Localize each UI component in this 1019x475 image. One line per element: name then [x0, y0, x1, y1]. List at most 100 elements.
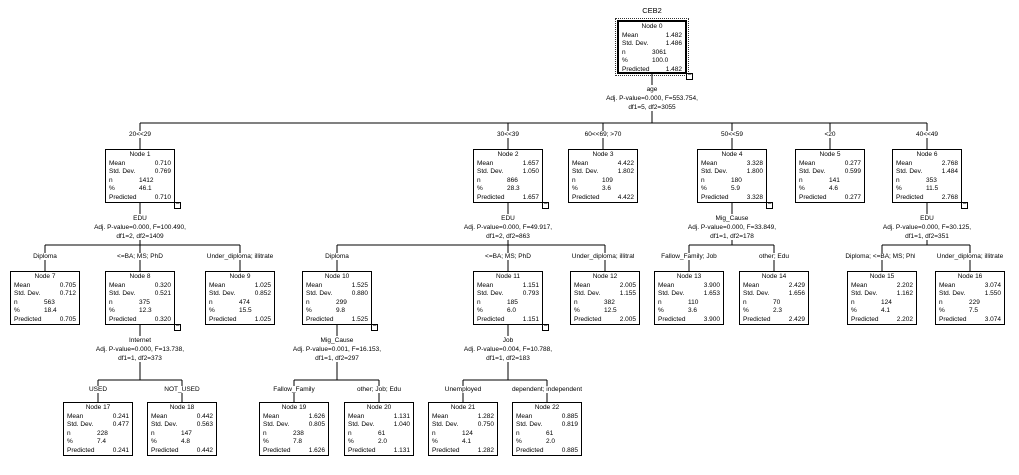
stat-value-mean: 2.202 [896, 281, 913, 289]
node-label: Node [641, 23, 658, 30]
node-id: 9 [246, 273, 251, 280]
stat-value-sd: 1.155 [619, 290, 636, 298]
stat-label-pct: % [477, 307, 483, 315]
stat-label-sd: Std. Dev. [658, 290, 685, 298]
collapse-toggle-icon[interactable]: − [174, 201, 181, 209]
node-header: Node 2 [477, 151, 539, 160]
node-label: Node [592, 273, 609, 280]
stat-label-mean: Mean [622, 31, 639, 39]
stat-label-pct: % [109, 185, 115, 193]
stat-value-pred: 3.900 [703, 315, 720, 323]
node-header: Node 17 [67, 404, 129, 413]
node-row-pct: %12.3 [109, 307, 171, 316]
stat-label-mean: Mean [896, 159, 913, 167]
node-row-sd: Std. Dev.0.880 [306, 290, 368, 299]
collapse-toggle-icon[interactable]: − [371, 323, 378, 331]
stat-label-pred: Predicted [477, 193, 505, 201]
split-df: df1=1, df2=183 [486, 355, 530, 362]
stat-value-n: 110 [688, 298, 699, 306]
stat-value-sd: 0.852 [254, 290, 271, 298]
stat-label-pred: Predicted [348, 446, 376, 454]
branch-label-15: Diploma; <=BA; MS; PhD [827, 253, 937, 260]
stat-label-pct: % [67, 438, 73, 446]
branch-label-4: 50<<59 [677, 131, 787, 138]
stat-value-pred: 3.328 [746, 193, 763, 201]
collapse-toggle-icon[interactable]: − [686, 72, 693, 80]
stat-label-pct: % [209, 307, 215, 315]
split-df: df1=5, df2=3055 [628, 104, 676, 111]
stat-label-sd: Std. Dev. [939, 290, 966, 298]
node-header: Node 8 [109, 273, 171, 282]
collapse-toggle-icon[interactable]: − [766, 201, 773, 209]
stat-label-pred: Predicted [67, 446, 95, 454]
stat-label-n: n [851, 298, 855, 306]
node-row-pct: %7.5 [939, 307, 1001, 316]
collapse-toggle-icon[interactable]: − [961, 201, 968, 209]
node-header: Node 20 [348, 404, 410, 413]
node-row-pct: %6.0 [477, 307, 539, 316]
split-statistic: Adj. P-value=0.000, F=13.738, [95, 346, 185, 353]
stat-value-pct: 5.9 [731, 185, 741, 193]
stat-label-pct: % [263, 438, 269, 446]
stat-value-sd: 1.484 [941, 168, 958, 176]
collapse-toggle-icon[interactable]: − [542, 323, 549, 331]
stat-label-mean: Mean [851, 281, 868, 289]
node-row-pct: %4.8 [151, 438, 213, 447]
collapse-toggle-icon[interactable]: − [542, 201, 549, 209]
split-df: df1=1, df2=351 [905, 233, 949, 240]
stat-value-pred: 2.202 [896, 315, 913, 323]
split-statistic: Adj. P-value=0.000, F=49.917, [463, 224, 553, 231]
branch-label-16: Under_diploma; illitrate [915, 253, 1019, 260]
branch-label-12: Under_diploma; illitrate [550, 253, 660, 260]
stat-label-mean: Mean [263, 412, 280, 420]
collapse-toggle-icon[interactable]: − [174, 323, 181, 331]
stat-label-mean: Mean [348, 412, 365, 420]
stat-label-mean: Mean [572, 159, 589, 167]
node-row-sd: Std. Dev.1.155 [574, 290, 636, 299]
stat-label-n: n [432, 429, 436, 437]
stat-label-sd: Std. Dev. [477, 168, 504, 176]
stat-label-mean: Mean [701, 159, 718, 167]
stat-label-pred: Predicted [701, 193, 729, 201]
stat-value-mean: 0.705 [59, 281, 76, 289]
node-row-sd: Std. Dev.0.805 [263, 421, 325, 430]
stat-value-pct: 9.8 [336, 307, 346, 315]
stat-value-n: 61 [378, 429, 386, 437]
node-label: Node [366, 404, 383, 411]
stat-value-pct: 4.6 [829, 185, 839, 193]
